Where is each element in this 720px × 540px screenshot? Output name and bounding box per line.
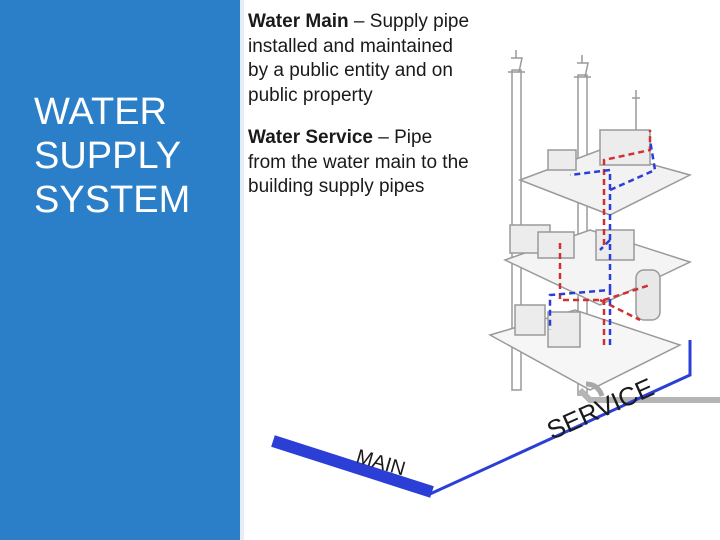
definition-water-service: Water Service – Pipe from the water main… <box>248 126 473 200</box>
hot-water-line <box>558 130 652 345</box>
shower-riser <box>632 90 640 130</box>
supply-lines <box>548 130 657 345</box>
title-sidebar: WATER SUPPLY SYSTEM <box>0 0 240 540</box>
appliance-middle <box>595 229 635 261</box>
sink-fixture-upper <box>547 149 577 171</box>
vent-cap-left <box>508 50 525 73</box>
cold-water-line <box>548 139 657 345</box>
definition-separator: – <box>372 127 395 148</box>
washer <box>547 311 581 348</box>
definition-text: Pipe from the water main to the building… <box>248 127 469 197</box>
building-drain <box>577 387 720 403</box>
definition-water-main: Water Main – Supply pipe installed and m… <box>248 10 473 108</box>
sidebar-divider <box>240 0 244 540</box>
water-heater <box>635 269 661 321</box>
laundry-tub <box>514 304 546 336</box>
definition-separator: – <box>348 11 370 32</box>
vent-cap-center <box>574 55 591 78</box>
title-line-1: WATER <box>34 91 167 133</box>
plumbing-diagram: MAIN SERVICE <box>271 50 720 498</box>
bathtub-fixture <box>599 129 651 166</box>
definition-text: Supply pipe installed and maintained by … <box>248 11 470 106</box>
title-line-3: SYSTEM <box>34 179 191 221</box>
building-plumbing-illustration <box>488 50 720 403</box>
definition-term: Water Service <box>248 127 373 148</box>
title-line-2: SUPPLY <box>34 135 182 177</box>
slide-title: WATER SUPPLY SYSTEM <box>34 90 234 222</box>
water-main-pipe <box>271 435 434 498</box>
water-service-line <box>429 340 692 496</box>
drain-elbow <box>585 381 605 397</box>
definitions-text: Water Main – Supply pipe installed and m… <box>248 10 473 218</box>
sink-fixture-middle <box>537 231 575 259</box>
definition-term: Water Main <box>248 11 349 32</box>
